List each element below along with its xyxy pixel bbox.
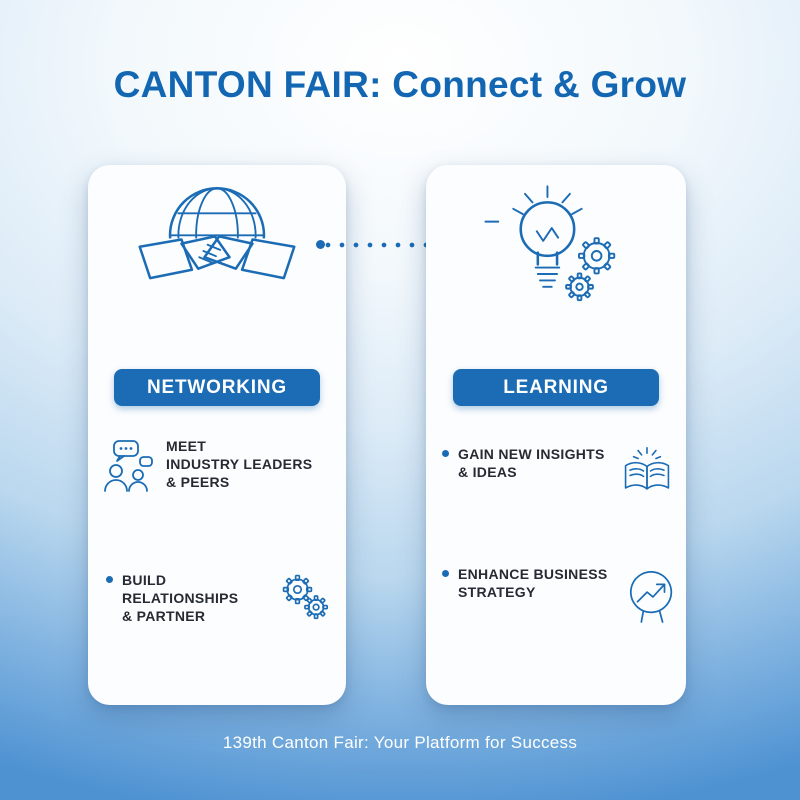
bullet-dot — [106, 576, 113, 583]
open-book-icon — [622, 445, 672, 497]
item-text-meet-leaders: MEET INDUSTRY LEADERS & PEERS — [166, 438, 313, 491]
footer-tagline: 139th Canton Fair: Your Platform for Suc… — [222, 733, 578, 752]
learning-card: LEARNING GAIN NEW INSIGHTS & IDEAS — [426, 165, 686, 705]
connector-dots — [324, 241, 492, 249]
item-text-enhance-strategy: ENHANCE BUSINESS STRATEGY — [458, 566, 608, 601]
networking-card: NETWORKING MEET INDUSTRY LEADERS & PEERS — [88, 165, 346, 705]
head-strategy-icon — [624, 565, 678, 625]
gears-icon — [278, 571, 330, 621]
list-item: GAIN NEW INSIGHTS & IDEAS — [442, 445, 672, 497]
item-text-gain-insights: GAIN NEW INSIGHTS & IDEAS — [458, 446, 605, 481]
page-title: CANTON FAIR: Connect & Grow — [113, 64, 687, 105]
networking-pill: NETWORKING — [114, 369, 320, 406]
people-chat-icon — [100, 437, 156, 495]
list-item: MEET INDUSTRY LEADERS & PEERS — [100, 437, 334, 495]
bullet-dot — [442, 570, 449, 577]
handshake-globe-icon — [133, 181, 301, 299]
item-text-build-relationships: BUILD RELATIONSHIPS & PARTNER — [122, 572, 239, 625]
learning-pill: LEARNING — [453, 369, 659, 406]
bullet-dot — [442, 450, 449, 457]
connector-end-dot — [316, 240, 325, 249]
list-item: BUILD RELATIONSHIPS & PARTNER — [106, 571, 330, 626]
lightbulb-gears-icon — [481, 181, 631, 305]
list-item: ENHANCE BUSINESS STRATEGY — [442, 565, 678, 625]
